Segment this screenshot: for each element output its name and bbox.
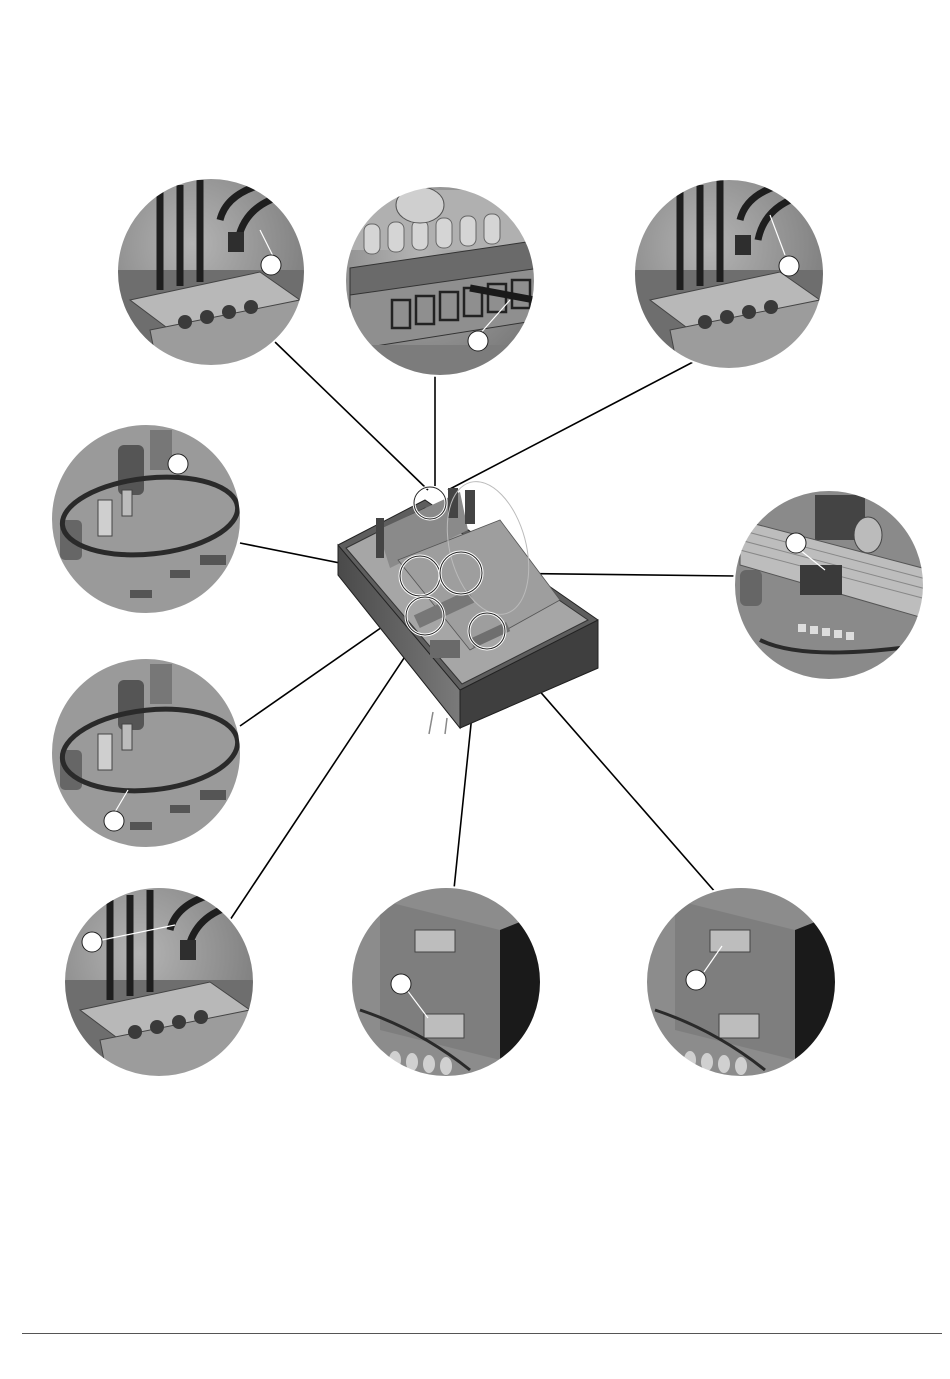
callout-terminal-right: [630, 179, 830, 380]
marker-circle: [82, 932, 102, 952]
marker-circle: [168, 454, 188, 474]
marker-circle: [391, 974, 411, 994]
marker-circle: [261, 255, 281, 275]
callout-loop-wire-a: [50, 420, 250, 620]
marker-circle: [468, 331, 488, 351]
leader-line-terminal-right: [448, 350, 716, 490]
marker-circle: [786, 533, 806, 553]
marker-circle: [779, 256, 799, 276]
callout-terminal-lower: [60, 887, 260, 1090]
callout-loop-wire-b: [50, 655, 250, 855]
callout-connector-top: [340, 186, 540, 385]
marker-circle: [104, 811, 124, 831]
leader-line-terminal-lower: [228, 628, 424, 923]
callout-jumper-bottom-b: [645, 885, 845, 1085]
footer-divider: [22, 1333, 942, 1334]
enclosure-assembly: [338, 472, 598, 734]
callout-terminal-left: [110, 178, 310, 380]
callout-jumper-bottom-a: [350, 885, 550, 1085]
marker-circle: [686, 970, 706, 990]
callout-ribbon-connector: [730, 490, 930, 690]
